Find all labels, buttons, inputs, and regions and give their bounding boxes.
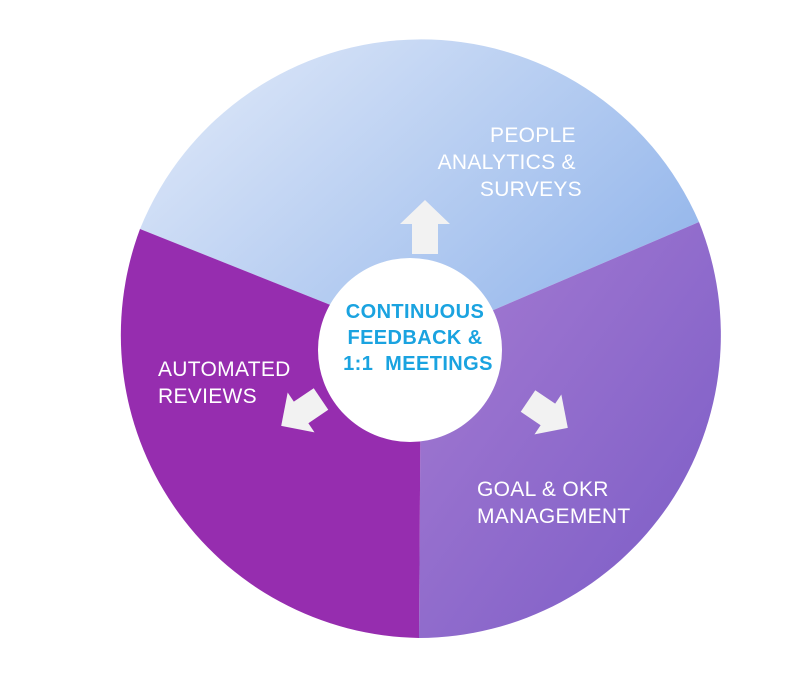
arrow-lower-right-icon xyxy=(520,390,568,435)
center-label: CONTINUOUS FEEDBACK & 1:1 MEETINGS xyxy=(343,301,493,375)
segment-label-goal-okr: GOAL & OKR MANAGEMENT xyxy=(477,478,631,528)
goal-okr-line-2: MANAGEMENT xyxy=(477,505,631,528)
people-analytics-line-2: ANALYTICS & xyxy=(438,151,576,174)
center-label-line-2: FEEDBACK & xyxy=(347,327,482,349)
segment-label-people-analytics: PEOPLE ANALYTICS & SURVEYS xyxy=(438,124,582,201)
segment-people-analytics xyxy=(140,39,699,341)
segment-label-automated-reviews: AUTOMATED REVIEWS xyxy=(158,358,297,408)
center-label-line-3: 1:1 MEETINGS xyxy=(343,353,493,375)
people-analytics-line-1: PEOPLE xyxy=(490,124,576,147)
goal-okr-line-1: GOAL & OKR xyxy=(477,478,609,501)
people-analytics-line-3: SURVEYS xyxy=(480,178,582,201)
automated-reviews-line-2: REVIEWS xyxy=(158,385,257,408)
automated-reviews-line-1: AUTOMATED xyxy=(158,358,291,381)
center-hub xyxy=(318,258,502,442)
arrow-up-icon xyxy=(400,200,450,254)
center-label-line-1: CONTINUOUS xyxy=(346,301,484,323)
arrow-lower-left-icon xyxy=(281,388,329,433)
